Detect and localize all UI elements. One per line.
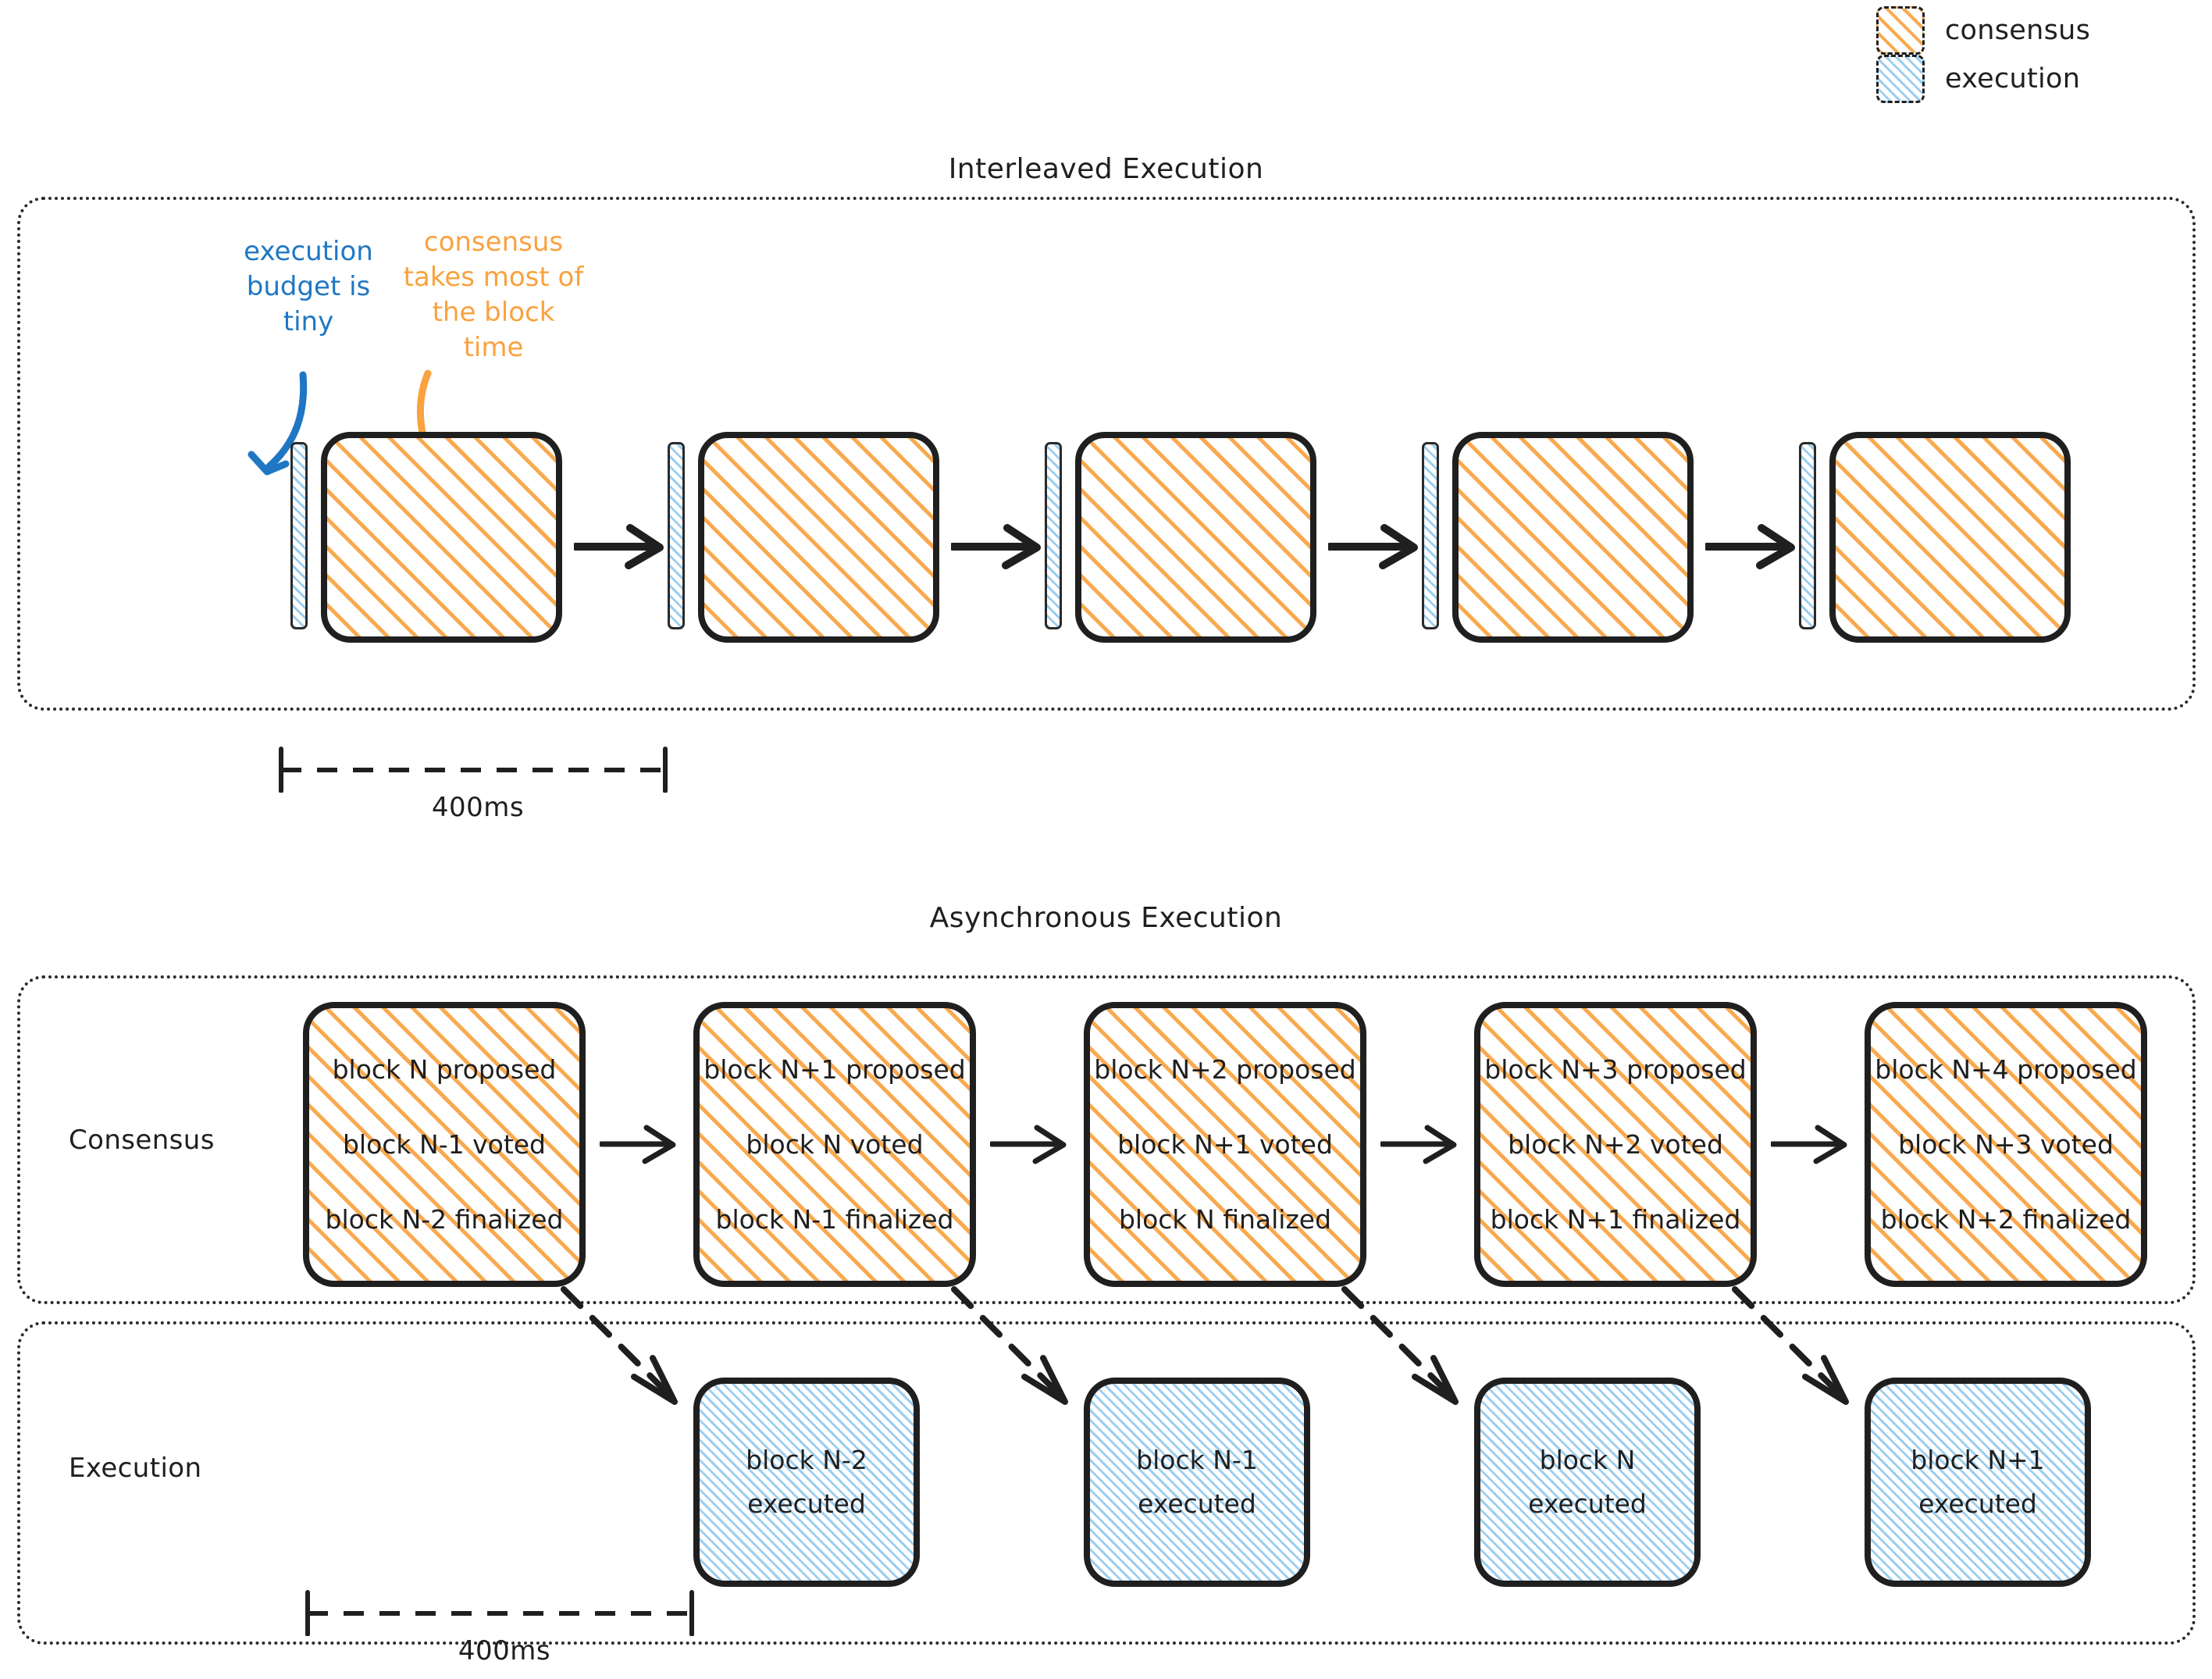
flow-arrow-1-icon	[574, 524, 664, 569]
consensus-line-proposed: block N+3 proposed	[1484, 1053, 1747, 1085]
annotation-execution-budget: execution budget is tiny	[244, 236, 373, 337]
row-label-consensus: Consensus	[69, 1125, 215, 1156]
execution-sliver-4	[1422, 442, 1439, 629]
consensus-line-voted: block N voted	[746, 1128, 924, 1160]
consensus-line-finalized: block N-1 finalized	[715, 1204, 954, 1235]
async-flow-arrow-1-icon	[600, 1125, 676, 1164]
execution-sliver-1	[290, 442, 308, 629]
consensus-line-proposed: block N+2 proposed	[1094, 1053, 1356, 1085]
flow-arrow-4-icon	[1705, 524, 1795, 569]
consensus-line-voted: block N+2 voted	[1508, 1128, 1723, 1160]
execution-line-block: block N+1	[1911, 1444, 2045, 1475]
execution-line-block: block N-2	[746, 1444, 867, 1475]
async-execution-block-1: block N-2 executed	[693, 1378, 920, 1587]
consensus-line-proposed: block N+1 proposed	[703, 1053, 966, 1085]
consensus-block-3	[1075, 432, 1316, 643]
consensus-line-voted: block N+3 voted	[1898, 1128, 2114, 1160]
annotation-consensus-time: consensus takes most of the block time	[403, 226, 584, 363]
consensus-line-proposed: block N+4 proposed	[1875, 1053, 2137, 1085]
async-consensus-block-4: block N+3 proposed block N+2 voted block…	[1474, 1002, 1757, 1287]
handoff-arrow-2-icon	[951, 1286, 1068, 1405]
consensus-line-voted: block N+1 voted	[1117, 1128, 1333, 1160]
execution-hatch-swatch-icon	[1876, 55, 1925, 103]
legend-label-execution: execution	[1945, 63, 2081, 94]
async-consensus-block-3: block N+2 proposed block N+1 voted block…	[1084, 1002, 1366, 1287]
async-flow-arrow-4-icon	[1771, 1125, 1847, 1164]
execution-sliver-5	[1799, 442, 1816, 629]
ruler-400ms-bottom-icon	[305, 1590, 694, 1636]
execution-sliver-2	[668, 442, 685, 629]
async-execution-block-2: block N-1 executed	[1084, 1378, 1310, 1587]
execution-line-block: block N	[1539, 1444, 1636, 1475]
legend-label-consensus: consensus	[1945, 15, 2091, 46]
section-title-interleaved: Interleaved Execution	[948, 153, 1264, 185]
consensus-line-finalized: block N finalized	[1118, 1204, 1332, 1235]
consensus-line-proposed: block N proposed	[332, 1053, 557, 1085]
execution-line-status: executed	[1138, 1488, 1256, 1519]
async-consensus-block-2: block N+1 proposed block N voted block N…	[693, 1002, 976, 1287]
consensus-hatch-swatch-icon	[1876, 6, 1925, 55]
consensus-line-finalized: block N-2 finalized	[325, 1204, 564, 1235]
flow-arrow-2-icon	[951, 524, 1041, 569]
execution-row-panel	[17, 1321, 2196, 1645]
consensus-row-panel	[17, 975, 2196, 1304]
async-flow-arrow-2-icon	[990, 1125, 1067, 1164]
async-consensus-block-1: block N proposed block N-1 voted block N…	[303, 1002, 586, 1287]
consensus-block-4	[1452, 432, 1694, 643]
row-label-execution: Execution	[69, 1453, 202, 1484]
legend: consensus execution	[1876, 6, 2204, 103]
consensus-block-1	[321, 432, 562, 643]
legend-item-consensus: consensus	[1876, 6, 2204, 55]
consensus-line-finalized: block N+2 finalized	[1880, 1204, 2132, 1235]
ruler-400ms-top-icon	[279, 747, 668, 793]
consensus-block-5	[1829, 432, 2071, 643]
ruler-label-400ms-top: 400ms	[431, 792, 525, 823]
async-flow-arrow-3-icon	[1380, 1125, 1457, 1164]
execution-line-status: executed	[747, 1488, 866, 1519]
async-execution-block-4: block N+1 executed	[1865, 1378, 2091, 1587]
async-execution-block-3: block N executed	[1474, 1378, 1701, 1587]
consensus-line-finalized: block N+1 finalized	[1490, 1204, 1741, 1235]
execution-line-status: executed	[1528, 1488, 1647, 1519]
legend-item-execution: execution	[1876, 55, 2204, 103]
interleaved-panel	[17, 197, 2196, 711]
consensus-block-2	[698, 432, 939, 643]
consensus-line-voted: block N-1 voted	[342, 1128, 547, 1160]
handoff-arrow-4-icon	[1732, 1286, 1849, 1405]
async-consensus-block-5: block N+4 proposed block N+3 voted block…	[1865, 1002, 2147, 1287]
handoff-arrow-1-icon	[561, 1286, 678, 1405]
annotation-arrow-execution-icon	[248, 371, 308, 476]
section-title-asynchronous: Asynchronous Execution	[929, 902, 1283, 934]
handoff-arrow-3-icon	[1341, 1286, 1459, 1405]
execution-line-status: executed	[1918, 1488, 2037, 1519]
flow-arrow-3-icon	[1328, 524, 1418, 569]
execution-line-block: block N-1	[1136, 1444, 1258, 1475]
ruler-label-400ms-bottom: 400ms	[458, 1635, 551, 1667]
execution-sliver-3	[1045, 442, 1062, 629]
